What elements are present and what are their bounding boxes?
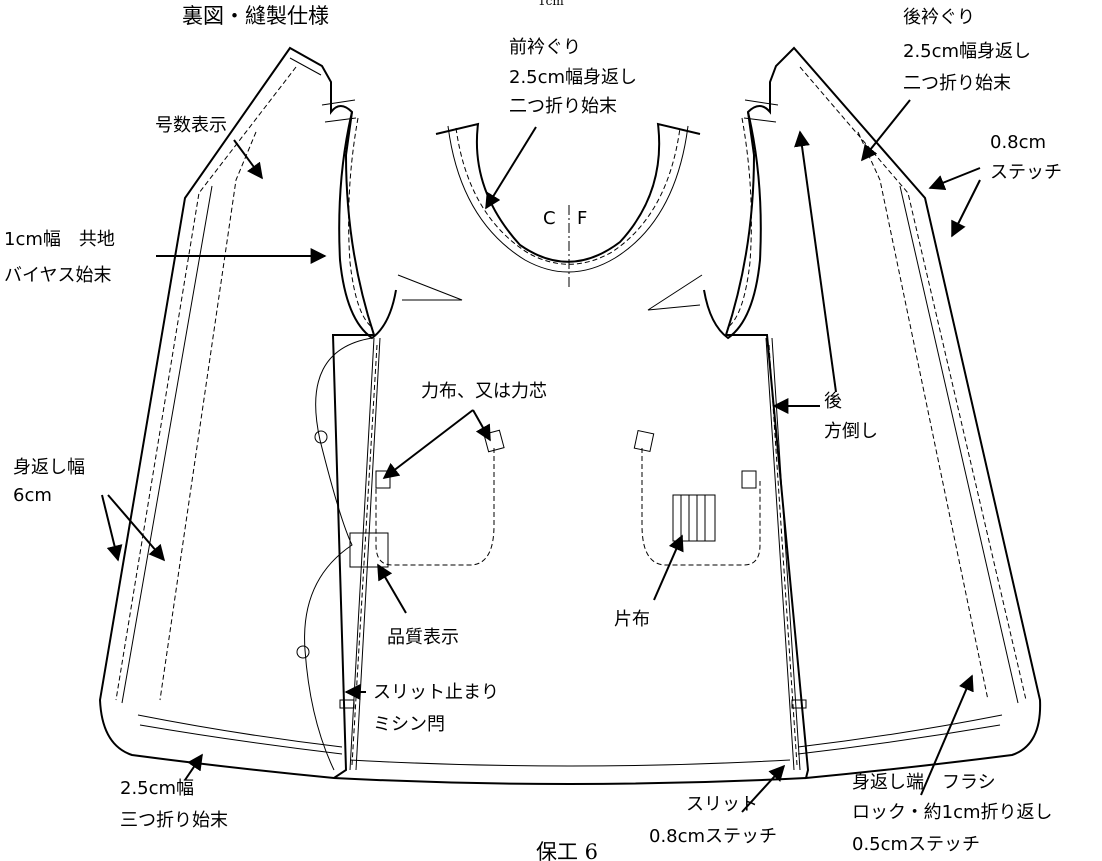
right-reinforcement-upper: [633, 429, 655, 453]
arrow-patch: [653, 534, 684, 601]
left-armhole-stitch: [348, 117, 374, 329]
bias-label-2: バイヤス始末: [4, 265, 111, 286]
front-neckline-binding: [447, 125, 689, 273]
left-pocket: [375, 448, 495, 566]
arrow-size-label: [233, 139, 263, 180]
left-reinforcement-upper: [483, 429, 505, 453]
cf-mark-f: F: [577, 208, 587, 229]
center-hem: [333, 777, 807, 785]
back-fold-label-2: 方倒し: [824, 421, 878, 442]
back-neck-label-2: 2.5cm幅身返し: [903, 41, 1031, 62]
right-dart: [647, 274, 703, 311]
front-neckline-stitch: [455, 127, 681, 265]
arrow-slit: [741, 764, 786, 813]
slit-stop-label-1: スリット止まり: [373, 682, 499, 703]
hem-label-1: 2.5cm幅: [120, 778, 194, 799]
front-neck-label-3: 二つ折り始末: [509, 96, 617, 117]
patch-fabric-lines: [680, 495, 706, 541]
hem-label-2: 三つ折り始末: [120, 810, 228, 831]
right-hem-line: [797, 714, 1003, 755]
right-side-zigzag: [768, 344, 798, 766]
reinforce-label: 力布、又は力芯: [421, 381, 547, 402]
front-neck-label-2: 2.5cm幅身返し: [509, 67, 637, 88]
arrow-back-fold-1: [794, 130, 837, 393]
left-facing-stitch: [115, 66, 297, 701]
cf-mark-c: C: [543, 208, 556, 229]
left-reinforcement-lower: [375, 470, 391, 489]
right-reinforcement-lower: [741, 470, 757, 489]
arrow-facing-a: [101, 494, 123, 562]
arrow-stitch-b: [951, 179, 981, 238]
right-panel-outline: [724, 46, 1042, 780]
top-fragment: 1cm: [538, 0, 564, 8]
patch-label: 片布: [614, 609, 650, 630]
quality-label-text: 品質表示: [387, 627, 459, 648]
leader-arrows: [101, 99, 981, 813]
left-overlap-arc: [304, 337, 373, 771]
back-neck-label-1: 後衿ぐり: [903, 7, 975, 28]
arrow-quality: [377, 563, 407, 614]
facing-width-label-2: 6cm: [13, 485, 52, 506]
left-armhole-binding: [338, 111, 397, 340]
arrow-reinforce-b: [472, 409, 491, 442]
arrow-facing-b: [107, 494, 166, 562]
text-labels: 裏図・縫製仕様 1cm 前衿ぐり 2.5cm幅身返し 二つ折り始末 後衿ぐり 2…: [4, 0, 1062, 861]
size-label-text: 号数表示: [155, 115, 227, 136]
facing-end-label-1: 身返し端 フラシ: [852, 772, 996, 793]
arrow-back-neck: [861, 99, 911, 162]
back-fold-label-1: 後: [824, 391, 842, 412]
page-footer: 保工 6: [536, 840, 598, 861]
right-armhole-stitch: [726, 117, 752, 329]
left-side-zigzag: [351, 344, 378, 766]
arrow-facing-end: [920, 674, 974, 796]
patch-fabric: [672, 494, 716, 542]
right-armhole-binding: [703, 111, 762, 340]
right-pocket: [641, 448, 761, 566]
right-facing-edge: [899, 185, 1019, 704]
back-neck-label-3: 二つ折り始末: [903, 73, 1011, 94]
stitch-label-1: 0.8cm: [990, 132, 1046, 153]
left-panel-outline: [98, 46, 376, 780]
front-neckline-outline: [435, 122, 701, 263]
arrow-front-neck: [485, 126, 537, 210]
quality-label-box: [349, 532, 389, 568]
left-circle-mark-2: [296, 645, 310, 659]
stitch-label-2: ステッチ: [990, 162, 1062, 183]
facing-width-label-1: 身返し幅: [13, 457, 85, 478]
page-title: 裏図・縫製仕様: [182, 4, 329, 28]
left-facing-edge: [121, 57, 322, 704]
left-dart: [397, 274, 463, 301]
front-neck-label-1: 前衿ぐり: [509, 37, 581, 58]
arrow-hem: [184, 753, 203, 781]
left-hem-line: [137, 714, 343, 755]
slit-label-2: 0.8cmステッチ: [649, 826, 777, 847]
arrow-stitch-a: [928, 167, 981, 191]
slit-stop-label-2: ミシン閂: [373, 714, 445, 735]
bias-label-1: 1cm幅 共地: [4, 229, 115, 250]
facing-end-label-3: 0.5cmステッチ: [852, 834, 980, 855]
facing-end-label-2: ロック・約1cm折り返し: [852, 802, 1053, 823]
garment-drawing: [98, 46, 1042, 785]
slit-label-1: スリット: [686, 794, 758, 815]
left-circle-mark-1: [314, 430, 328, 444]
arrow-reinforce-a: [382, 409, 474, 479]
center-hem-stitch: [349, 759, 791, 767]
left-slit-stop: [339, 699, 355, 709]
right-slit-stop: [791, 699, 807, 709]
